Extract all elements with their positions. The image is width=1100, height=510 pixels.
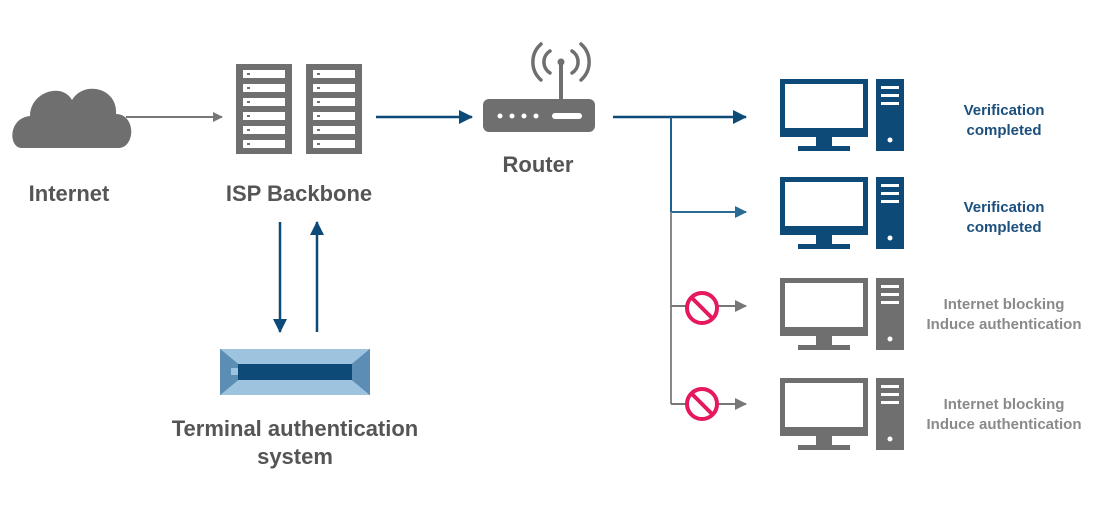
authentication-appliance-icon [220,349,370,395]
cloud-icon [12,88,132,148]
isp-backbone-label: ISP Backbone [226,181,372,206]
blocked-icon [685,387,719,421]
router-icon [483,42,595,132]
blocked-icon [685,291,719,325]
computer-icon-blocked [780,378,904,450]
terminal-4-status-line2: Induce authentication [926,416,1081,433]
auth-system-label-line2: system [257,444,333,469]
terminal-3-status-line2: Induce authentication [926,316,1081,333]
computer-icon-verified [780,177,904,249]
computer-icon-blocked [780,278,904,350]
computer-icon-verified [780,79,904,151]
server-rack-icon [236,64,362,154]
internet-label: Internet [29,181,110,206]
terminal-1-status-line2: completed [966,122,1041,139]
terminal-1-status-line1: Verification [964,102,1045,119]
terminal-3-status-line1: Internet blocking [944,296,1065,313]
terminal-2-status-line1: Verification [964,199,1045,216]
terminal-4-status-line1: Internet blocking [944,396,1065,413]
auth-system-label-line1: Terminal authentication [172,416,419,441]
router-label: Router [503,152,574,177]
terminal-2-status-line2: completed [966,219,1041,236]
